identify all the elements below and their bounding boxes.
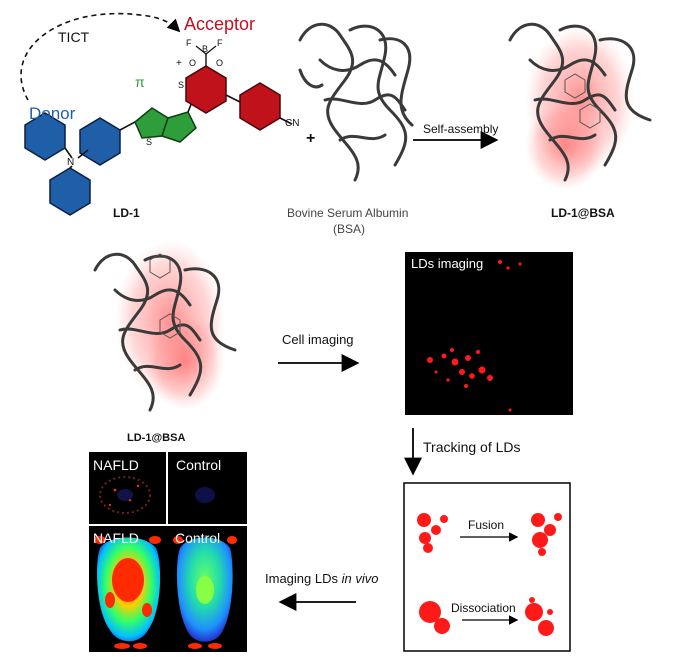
imaging-italic: in vivo: [342, 571, 379, 586]
bsa-label-line1: Bovine Serum Albumin: [287, 206, 408, 220]
tict-arc: [21, 14, 178, 100]
imaging-in-vivo-label: Imaging LDs in vivo: [265, 571, 378, 586]
ld1-label: LD-1: [113, 206, 140, 220]
nafld-bottom-label: NAFLD: [93, 530, 139, 546]
atom-b-label: B: [202, 44, 208, 54]
atom-s1-label: S: [178, 80, 184, 90]
plus-sign: +: [306, 130, 315, 148]
ld1-bsa-complex-middle: [95, 240, 235, 410]
atom-n-label: N: [67, 157, 74, 168]
self-assembly-label: Self-assembly: [423, 122, 498, 136]
fusion-label: Fusion: [468, 518, 504, 532]
atom-f2-label: F: [217, 38, 223, 48]
dissociation-label: Dissociation: [451, 601, 516, 615]
pi-label: π: [135, 74, 145, 90]
ld1-bsa-label-top: LD-1@BSA: [551, 206, 615, 220]
ld1-bsa-label-middle: LD-1@BSA: [127, 432, 185, 444]
atom-o1-label: O: [189, 58, 196, 68]
bsa-label-line2: (BSA): [333, 222, 365, 236]
ld1-bsa-complex-top: [510, 24, 650, 190]
control-top-label: Control: [176, 457, 221, 473]
bsa-protein: [300, 24, 412, 180]
cn-label: CN: [285, 118, 299, 129]
lds-imaging-panel: [405, 252, 573, 415]
donor-label: Donor: [29, 104, 75, 124]
atom-o2-label: O: [216, 58, 223, 68]
cell-imaging-label: Cell imaging: [282, 332, 354, 347]
nafld-top-label: NAFLD: [93, 457, 139, 473]
atom-s2-label: S: [146, 137, 152, 147]
atom-f1-label: F: [186, 38, 192, 48]
atom-plus-label: +: [176, 58, 182, 69]
tict-label: TICT: [58, 29, 89, 45]
acceptor-label: Acceptor: [184, 14, 255, 35]
control-cell-signal: [195, 487, 215, 503]
pi-bridge: [135, 108, 196, 142]
control-bottom-label: Control: [175, 530, 220, 546]
tracking-label: Tracking of LDs: [423, 439, 521, 455]
lds-imaging-label: LDs imaging: [411, 256, 483, 271]
imaging-prefix: Imaging LDs: [265, 571, 342, 586]
